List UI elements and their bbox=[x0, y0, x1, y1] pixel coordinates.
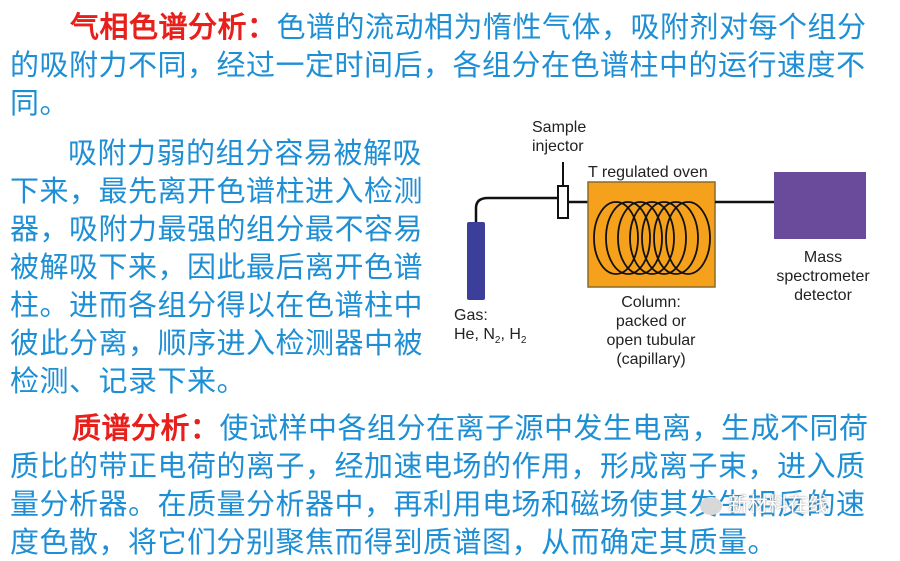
gc-ms-diagram: Sample injector T regulated oven Gas: He… bbox=[454, 119, 870, 368]
gas-h-subscript: 2 bbox=[521, 335, 527, 346]
gas-h: , H bbox=[500, 326, 520, 343]
gas-n-subscript: 2 bbox=[495, 335, 501, 346]
oven-label: T regulated oven bbox=[588, 164, 708, 181]
ms-label-1: Mass bbox=[804, 249, 842, 266]
sample-injector bbox=[557, 185, 569, 219]
sample-label: Sample bbox=[532, 119, 586, 136]
watermark-text: 新材料在线 bbox=[728, 492, 828, 516]
adsorption-paragraph: 吸附力弱的组分容易被解吸下来，最先离开色谱柱进入检测器，吸附力最强的组分最不容易… bbox=[10, 134, 435, 400]
ms-label-3: detector bbox=[794, 287, 852, 304]
ms-title-colon: ： bbox=[190, 411, 220, 445]
gc-title-colon: ： bbox=[247, 10, 277, 44]
wechat-icon bbox=[700, 496, 722, 515]
gas-he-n: He, N bbox=[454, 326, 495, 343]
gc-title: 气相色谱分析 bbox=[70, 10, 248, 44]
gc-paragraph: 气相色谱分析：色谱的流动相为惰性气体，吸附剂对每个组分的吸附力不同，经过一定时间… bbox=[10, 8, 892, 122]
ms-description: 使试样中各组分在离子源中发生电离，生成不同荷质比的带正电荷的离子，经加速电场的作… bbox=[10, 411, 869, 559]
gas-line bbox=[474, 196, 560, 222]
column-label-3: open tubular bbox=[607, 332, 697, 349]
gc-description: 色谱的流动相为惰性气体，吸附剂对每个组分的吸附力不同，经过一定时间后，各组分在色… bbox=[10, 10, 867, 120]
injector-label: injector bbox=[532, 138, 584, 155]
adsorption-description: 吸附力弱的组分容易被解吸下来，最先离开色谱柱进入检测器，吸附力最强的组分最不容易… bbox=[10, 136, 424, 398]
mass-spectrometer-box bbox=[774, 172, 866, 239]
gas-types-label: He, N2, H2 bbox=[454, 326, 527, 346]
ms-paragraph: 质谱分析：使试样中各组分在离子源中发生电离，生成不同荷质比的带正电荷的离子，经加… bbox=[10, 409, 892, 561]
watermark: 新材料在线 bbox=[700, 488, 828, 517]
column-label-1: Column: bbox=[621, 294, 681, 311]
column-label-2: packed or bbox=[616, 313, 687, 330]
column-coil bbox=[593, 201, 711, 275]
ms-title: 质谱分析 bbox=[72, 411, 191, 445]
ms-label-2: spectrometer bbox=[776, 268, 870, 285]
gas-label: Gas: bbox=[454, 307, 488, 324]
gas-cylinder bbox=[467, 222, 485, 300]
column-label-4: (capillary) bbox=[616, 351, 685, 368]
